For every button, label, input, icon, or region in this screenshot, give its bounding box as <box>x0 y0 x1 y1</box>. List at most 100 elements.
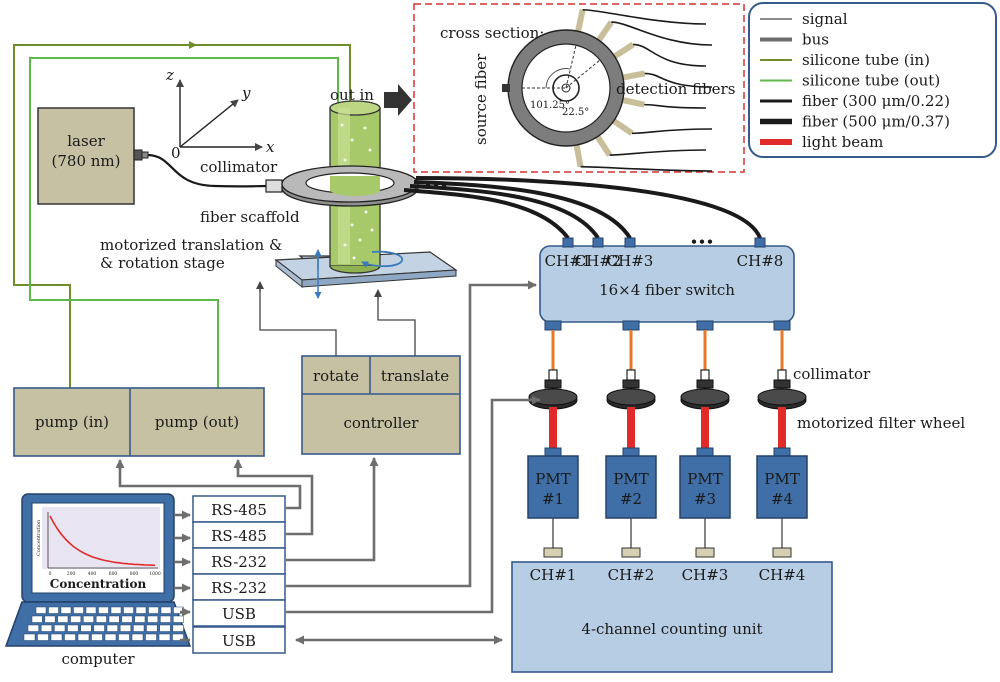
keyboard-key <box>110 606 122 614</box>
pump-out-label: pump (out) <box>155 413 239 431</box>
keyboard-key <box>118 633 130 641</box>
port-label: USB <box>222 632 256 650</box>
keyboard-key <box>27 624 39 632</box>
detection-fiber-bundle <box>403 176 762 240</box>
cross-section-inset: cross section: source fiber 101.25° 22.5… <box>413 3 745 173</box>
switch-input-port <box>754 237 766 248</box>
switch-output-port <box>622 320 640 331</box>
port-box <box>192 599 286 627</box>
keyboard-key <box>31 615 43 623</box>
counting-channel-label: CH#1 <box>530 566 577 584</box>
legend-label-tube_out: silicone tube (out) <box>802 72 940 90</box>
legend-label-signal: signal <box>802 10 848 28</box>
detection-chain: PMT#4 <box>756 330 808 558</box>
keyboard-key <box>44 615 56 623</box>
collimator-right-label: collimator <box>793 365 871 383</box>
rotation-arrow <box>361 250 404 268</box>
screen-ylabel: Concentration <box>36 519 42 556</box>
origin-label: 0 <box>171 144 181 162</box>
counting-channel-label: CH#3 <box>682 566 729 584</box>
detection-fiber-spoke <box>611 41 635 61</box>
concentration-curve <box>49 515 156 567</box>
keyboard-key <box>135 606 147 614</box>
legend-label-tube_in: silicone tube (in) <box>802 51 930 69</box>
silicone-tube-out <box>29 57 339 388</box>
keyboard-key <box>93 624 105 632</box>
keyboard-key <box>160 606 172 614</box>
keyboard-key <box>147 615 159 623</box>
port-label: RS-485 <box>211 527 267 545</box>
keyboard-key <box>98 606 109 614</box>
keyboard-key <box>133 624 145 632</box>
z-axis-label: z <box>165 66 174 84</box>
translate-signal <box>377 296 416 356</box>
port-label: RS-485 <box>211 501 267 519</box>
detection-fiber-spoke <box>574 9 586 34</box>
port-box <box>192 495 286 523</box>
fiber-scaffold-label: fiber scaffold <box>200 208 300 226</box>
switch-output-port <box>544 320 562 331</box>
translate-label: translate <box>381 367 449 385</box>
detection-fiber-spoke <box>610 117 634 136</box>
screen-tick-label: 1000 <box>149 571 161 577</box>
keyboard-key <box>67 624 79 632</box>
fiber-switch-title: 16×4 fiber switch <box>599 281 735 299</box>
keyboard-key <box>146 624 158 632</box>
pmt-label: PMT <box>535 470 570 488</box>
keyboard-key <box>148 606 159 614</box>
keyboard-key <box>121 615 133 623</box>
filter-wheel-label: motorized filter wheel <box>797 414 965 432</box>
keyboard-key <box>108 615 120 623</box>
screen-tick-label: 800 <box>130 571 139 577</box>
detection-fiber-spoke <box>593 133 613 157</box>
switch-channel-label: CH#2 <box>575 252 622 270</box>
keyboard-key <box>64 633 76 641</box>
keyboard-key <box>158 633 171 641</box>
keyboard-key <box>123 606 134 614</box>
detection-fiber-spoke <box>620 70 646 81</box>
port-box <box>192 547 286 575</box>
port-label: USB <box>222 605 256 623</box>
detection-fiber-line <box>611 21 713 46</box>
keyboard-key <box>145 633 157 641</box>
keyboard-key <box>172 615 184 623</box>
detection-fiber-line <box>582 8 707 25</box>
keyboard-key <box>106 624 118 632</box>
controller-title: controller <box>344 414 420 432</box>
laser-label: laser <box>67 132 105 150</box>
inset-pointer-arrow <box>384 84 412 116</box>
screen-tick-label: 600 <box>109 571 118 577</box>
controller: rotate translate controller <box>301 355 461 455</box>
keyboard-key <box>119 624 132 632</box>
keyboard-key <box>104 633 117 641</box>
port-box <box>192 573 286 601</box>
detection-chain: PMT#2 <box>605 330 657 558</box>
keyboard-key <box>40 624 53 632</box>
screen-tick-label: 400 <box>88 571 97 577</box>
legend-label-beam: light beam <box>802 133 883 151</box>
laser-wavelength: (780 nm) <box>52 152 121 170</box>
detection-fiber-line <box>644 103 707 109</box>
pmt-number: #3 <box>694 490 716 508</box>
source-fiber-label: source fiber <box>472 53 490 145</box>
laser: laser (780 nm) <box>37 107 149 205</box>
keyboard-key <box>50 633 63 641</box>
port-label: RS-232 <box>211 553 267 571</box>
stage-label-line1: motorized translation & <box>100 236 282 254</box>
rotate-signal <box>259 284 337 356</box>
keyboard-key <box>172 624 184 632</box>
detection-chain: PMT#3 <box>679 330 731 558</box>
switch-input-port <box>624 237 636 248</box>
keyboard-key <box>23 633 36 641</box>
out-in-label: out in <box>330 86 374 104</box>
keyboard-key <box>131 633 144 641</box>
laser-fiber <box>147 153 269 188</box>
keyboard-key <box>73 606 84 614</box>
pmt-number: #4 <box>771 490 793 508</box>
stage-label-line2: & rotation stage <box>100 254 225 272</box>
screen-tick-label: 200 <box>67 571 76 577</box>
